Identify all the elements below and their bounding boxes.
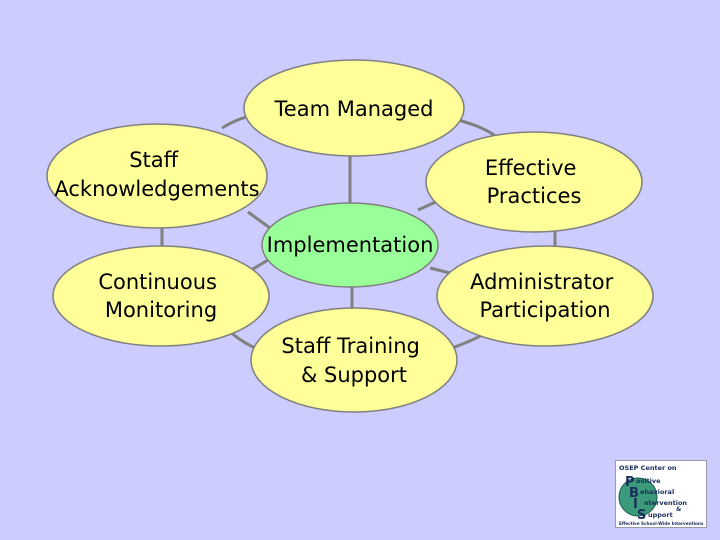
node-continuous-monitoring-line-2: Monitoring [105, 298, 217, 322]
node-continuous-monitoring-label: Continuous Monitoring [98, 270, 223, 322]
node-team-managed-line-1: Team Managed [274, 97, 434, 121]
node-team-managed-ellipse [243, 59, 465, 157]
pbis-logo-line-intervention: ntervention [644, 499, 687, 507]
node-administrator-participation-label: Administrator Participation [470, 270, 620, 322]
node-effective-practices-ellipse [425, 131, 643, 233]
node-team-managed-label: Team Managed [274, 97, 434, 121]
node-continuous-monitoring-line-1: Continuous [98, 270, 217, 294]
node-implementation-line-1: Implementation [267, 233, 434, 257]
pbis-logo-letter-p: P [625, 475, 635, 490]
node-staff-training-label: Staff Training & Support [281, 334, 426, 387]
pbis-logo-line-behavioral: ehavioral [640, 488, 674, 496]
pbis-logo-globe [618, 477, 658, 517]
node-effective-practices-line-2: Practices [487, 184, 582, 208]
node-administrator-participation-line-2: Participation [479, 298, 610, 322]
node-staff-training: Staff Training & Support [250, 307, 458, 413]
pbis-logo-letter-s: S [637, 508, 646, 523]
node-effective-practices: Effective Practices [425, 131, 643, 233]
node-staff-training-line-1: Staff Training [281, 334, 419, 358]
node-team-managed: Team Managed [243, 59, 465, 157]
pbis-logo-letter-i: I [633, 497, 638, 512]
pbis-logo-line-support: upport [648, 511, 673, 519]
node-staff-acknowledgements-line-1: Staff [129, 148, 178, 172]
node-effective-practices-label: Effective Practices [485, 156, 583, 208]
node-effective-practices-line-1: Effective [485, 156, 577, 180]
node-staff-training-line-2: & Support [301, 363, 407, 387]
pbis-logo: OSEP Center on P B I S ositive ehavioral… [615, 460, 707, 528]
node-continuous-monitoring: Continuous Monitoring [52, 245, 270, 347]
node-staff-acknowledgements: Staff Acknowledgements [46, 123, 268, 229]
node-administrator-participation-ellipse [436, 245, 654, 347]
spoke-center-to-acknowledgements [247, 210, 271, 230]
pbis-logo-line-ampersand: & [676, 506, 681, 513]
pbis-logo-footer: Effective School-Wide Interventions [619, 521, 704, 526]
node-staff-acknowledgements-ellipse [46, 123, 268, 229]
node-staff-acknowledgements-label: Staff Acknowledgements [54, 148, 259, 201]
pbis-logo-header: OSEP Center on [619, 464, 677, 472]
node-continuous-monitoring-ellipse [52, 245, 270, 347]
node-staff-acknowledgements-line-2: Acknowledgements [54, 177, 259, 201]
node-staff-training-ellipse [250, 307, 458, 413]
node-implementation-label: Implementation [267, 233, 434, 257]
node-implementation-ellipse [261, 202, 439, 288]
pbis-logo-graphic: OSEP Center on P B I S ositive ehavioral… [618, 464, 704, 526]
pbis-logo-letter-b: B [629, 486, 639, 501]
pbis-logo-line-positive: ositive [636, 477, 661, 485]
node-implementation: Implementation [261, 202, 439, 288]
node-administrator-participation-line-1: Administrator [470, 270, 614, 294]
node-administrator-participation: Administrator Participation [436, 245, 654, 347]
